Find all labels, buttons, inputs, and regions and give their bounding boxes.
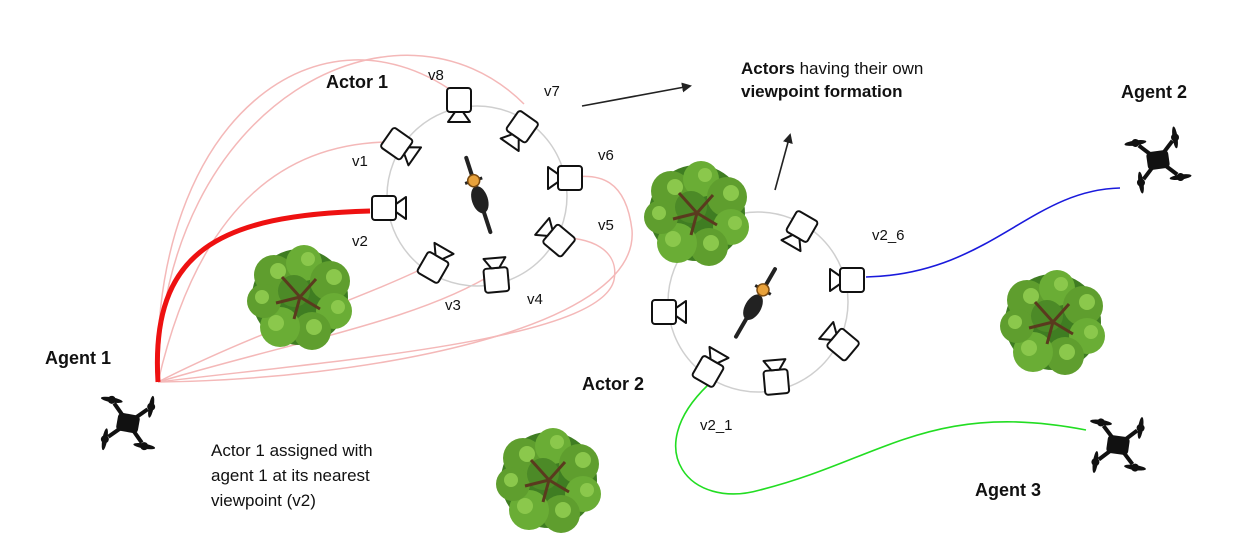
tree-icon bbox=[245, 243, 354, 352]
actor1-label: Actor 1 bbox=[326, 72, 388, 92]
candidate-path-v5 bbox=[157, 237, 616, 383]
assignment-note-line1: Actor 1 assigned with bbox=[211, 441, 373, 460]
camera-v5-icon bbox=[533, 216, 577, 259]
viewpoint-label-v4: v4 bbox=[527, 291, 543, 308]
candidate-path-v6 bbox=[157, 175, 633, 383]
candidate-path-v8 bbox=[157, 59, 463, 383]
camera-v2-6-icon bbox=[829, 267, 865, 293]
viewpoint-label-v6: v6 bbox=[598, 147, 614, 164]
agent3-path bbox=[675, 384, 1087, 495]
formation-note-having: having their own bbox=[795, 59, 924, 78]
viewpoint-label-v2-6: v2_6 bbox=[872, 227, 905, 244]
camera-v6-icon bbox=[547, 165, 583, 191]
candidate-path-v7 bbox=[157, 54, 525, 383]
actor2-cyclist-icon bbox=[726, 262, 785, 344]
camera-v2-icon bbox=[371, 195, 407, 221]
formation-note-actors: Actors bbox=[741, 59, 795, 78]
tree-icon bbox=[642, 159, 751, 268]
agent1-assigned-path bbox=[154, 208, 371, 383]
viewpoint-label-v2: v2 bbox=[352, 233, 368, 250]
camera-v2-4-icon bbox=[761, 358, 791, 396]
camera-v3-icon bbox=[415, 241, 456, 285]
camera-v2-2-icon bbox=[651, 299, 687, 325]
tree-icon bbox=[494, 426, 603, 535]
agent1-drone-icon bbox=[90, 385, 166, 461]
formation-arrow-right bbox=[581, 82, 692, 107]
camera-v7-icon bbox=[498, 109, 541, 153]
actor2-label: Actor 2 bbox=[582, 374, 644, 394]
viewpoint-label-v7: v7 bbox=[544, 83, 560, 100]
viewpoint-label-v3: v3 bbox=[445, 297, 461, 314]
viewpoint-label-v5: v5 bbox=[598, 217, 614, 234]
agent2-label: Agent 2 bbox=[1121, 82, 1187, 102]
candidate-path-v4 bbox=[157, 271, 497, 383]
camera-v2-5-icon bbox=[817, 320, 861, 363]
viewpoint-label-v2-1: v2_1 bbox=[700, 417, 733, 434]
camera-v1-icon bbox=[379, 125, 423, 168]
candidate-path-v1 bbox=[157, 141, 399, 383]
tree-icon bbox=[998, 268, 1107, 377]
viewpoint-label-v8: v8 bbox=[428, 67, 444, 84]
viewpoint-label-v1: v1 bbox=[352, 153, 368, 170]
assignment-note-line3: viewpoint (v2) bbox=[211, 491, 316, 510]
formation-note-line1: Actors having their own bbox=[741, 59, 923, 78]
camera-v8-icon bbox=[446, 87, 472, 123]
formation-arrow-up bbox=[774, 133, 793, 191]
agent1-label: Agent 1 bbox=[45, 348, 111, 368]
agent2-drone-icon bbox=[1120, 122, 1196, 198]
actor1-cyclist-icon bbox=[455, 153, 501, 237]
camera-v2-1-icon bbox=[690, 345, 731, 389]
agent3-label: Agent 3 bbox=[975, 480, 1041, 500]
agent3-drone-icon bbox=[1080, 407, 1156, 483]
agent2-path bbox=[865, 187, 1121, 278]
agent1-candidate-paths bbox=[157, 54, 633, 383]
assignment-note-line2: agent 1 at its nearest bbox=[211, 466, 370, 485]
camera-v4-icon bbox=[481, 256, 511, 294]
formation-note-line2: viewpoint formation bbox=[741, 82, 903, 101]
